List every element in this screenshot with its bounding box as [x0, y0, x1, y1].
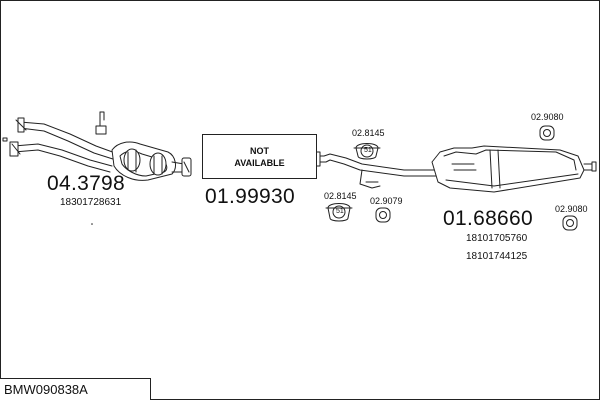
- model-code-box: BMW090838A: [0, 378, 151, 400]
- front-pipe-part-number: 04.3798: [47, 172, 126, 195]
- front-pipe-drawing: [9, 111, 192, 181]
- rear-muffler-oe-number-1: 18101705760: [466, 233, 528, 244]
- rubber-ring-9080-upper: [539, 125, 555, 141]
- rubber-ring-9080-upper-code: 02.9080: [531, 112, 564, 122]
- rear-section-drawing: [311, 145, 597, 193]
- model-code: BMW090838A: [4, 382, 88, 397]
- rubber-ring-9079: [375, 207, 391, 223]
- clamp-lower: [325, 203, 353, 222]
- clamp-upper: [353, 143, 381, 160]
- front-pipe-end-marker: [2, 137, 8, 142]
- clamp-upper-code: 02.8145: [352, 128, 385, 138]
- front-pipe-oe-number: 18301728631: [60, 197, 122, 208]
- clamp-lower-badge: 51: [336, 208, 344, 215]
- clamp-lower-code: 02.8145: [324, 191, 357, 201]
- center-section-status-line1: NOT: [250, 146, 269, 156]
- center-section-status-line2: AVAILABLE: [234, 158, 285, 168]
- clamp-upper-badge: 51: [364, 147, 372, 154]
- center-section-part-number: 01.99930: [205, 185, 295, 208]
- rubber-ring-9080-lower: [562, 215, 578, 231]
- rear-muffler-oe-number-2: 18101744125: [466, 251, 528, 262]
- rubber-ring-9079-code: 02.9079: [370, 196, 403, 206]
- rubber-ring-9080-lower-code: 02.9080: [555, 204, 588, 214]
- rear-muffler-part-number: 01.68660: [443, 207, 533, 230]
- center-section-box: NOT AVAILABLE: [202, 134, 317, 179]
